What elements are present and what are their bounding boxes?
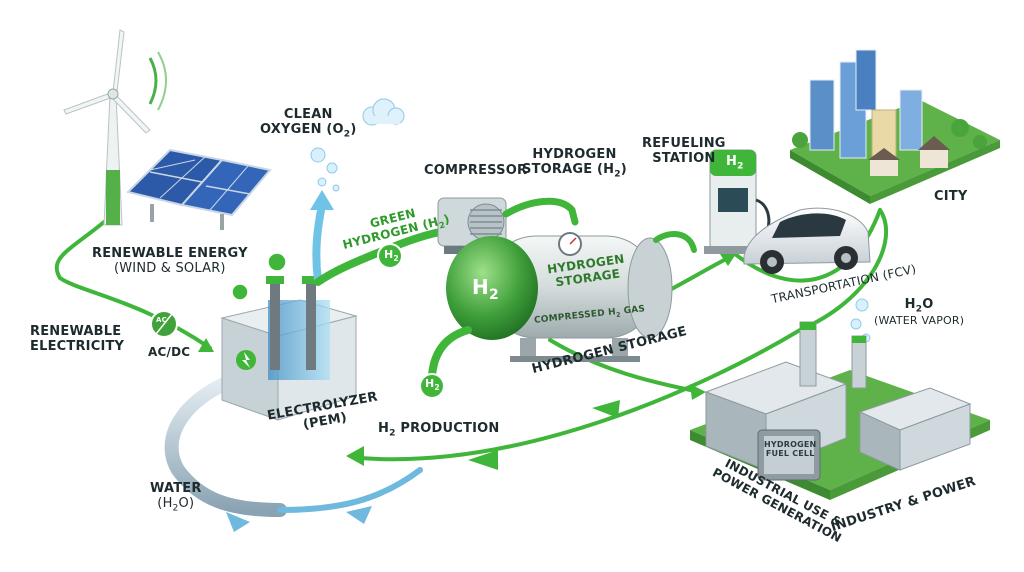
water-vapor-text: (WATER VAPOR) — [874, 315, 964, 328]
clean-word: CLEAN — [260, 108, 356, 123]
renewable-electricity-label: RENEWABLE ELECTRICITY — [30, 325, 124, 355]
pump-h: H — [726, 154, 737, 169]
electricity-word: ELECTRICITY — [30, 340, 124, 355]
renewable-energy-title: RENEWABLE ENERGY — [92, 247, 248, 262]
ac-dc-label: AC/DC — [148, 346, 190, 360]
arrow-center-2 — [592, 400, 620, 418]
pressure-gauge-icon — [559, 233, 581, 255]
h2-prod-text: PRODUCTION — [400, 421, 499, 436]
tank-h2-symbol: H2 — [472, 276, 499, 303]
oxygen-arrow — [316, 205, 322, 280]
oxygen-text: OXYGEN (O — [260, 122, 344, 137]
oxygen-bubbles — [311, 148, 339, 191]
renewable-energy-label: RENEWABLE ENERGY (WIND & SOLAR) — [92, 247, 248, 277]
h2-prod-h: H — [378, 421, 389, 436]
fuel-cell-car-icon — [744, 208, 870, 274]
h2o-h: H — [905, 297, 916, 312]
cloud-icon — [363, 99, 404, 125]
green-hydrogen-sub: 2 — [438, 219, 446, 230]
prod-badge-h: H — [425, 377, 434, 390]
oxygen-line: OXYGEN (O2) — [260, 123, 356, 140]
storage-line: STORAGE (H2) — [522, 163, 627, 180]
clean-oxygen-label: CLEAN OXYGEN (O2) — [260, 108, 356, 140]
wind-solar-label: (WIND & SOLAR) — [92, 262, 248, 277]
green-hydrogen-badge-text: H2 — [384, 249, 399, 264]
tank-sub-gas: GAS — [623, 304, 645, 316]
fuel-cell-label: HYDROGEN FUEL CELL — [764, 440, 816, 458]
tank-sub-sub: 2 — [616, 312, 621, 319]
prod-badge-sub: 2 — [434, 383, 440, 392]
city-label: CITY — [934, 190, 967, 205]
storage-text: STORAGE (H — [522, 162, 614, 177]
solar-panel-icon — [128, 150, 270, 230]
badge-h: H — [384, 248, 393, 261]
hydrogen-pipe-to-storage — [506, 201, 575, 222]
hydrogen-storage-top-label: HYDROGEN STORAGE (H2) — [522, 148, 627, 180]
tank-h: H — [472, 275, 489, 299]
h2-prod-sub: 2 — [389, 429, 396, 439]
ac-dc-badge-text: AC — [156, 316, 167, 324]
water-vapor-label: H2O (WATER VAPOR) — [874, 298, 964, 328]
water-formula: (H2O) — [150, 497, 202, 514]
storage-sub: 2 — [614, 170, 621, 180]
electrolyzer-h2-badge-right — [268, 253, 286, 271]
oxygen-sub: 2 — [344, 130, 351, 140]
refueling-station-label: REFUELING STATION — [642, 137, 726, 167]
arrow-to-industry — [690, 384, 706, 400]
refueling-word: REFUELING — [642, 137, 726, 152]
arrow-to-h2-production — [346, 446, 364, 466]
electrolyzer-h2-badge-left — [232, 284, 248, 300]
fuel-cell-line-1: HYDROGEN — [764, 440, 816, 449]
water-formula-post: O) — [179, 496, 195, 511]
water-word: WATER — [150, 482, 202, 497]
tank-h-sub: 2 — [489, 287, 499, 303]
h2o-o: O — [922, 297, 933, 312]
fuel-cell-line-2: FUEL CELL — [764, 449, 816, 458]
h2-production-badge-text: H2 — [425, 378, 440, 393]
city-buildings-icon — [790, 50, 1000, 204]
station-word: STATION — [642, 152, 726, 167]
renewable-word: RENEWABLE — [30, 325, 124, 340]
water-formula-pre: (H — [157, 496, 172, 511]
water-label: WATER (H2O) — [150, 482, 202, 514]
badge-h-sub: 2 — [393, 254, 399, 263]
pump-h2-text: H2 — [726, 155, 744, 172]
h2-production-label: H2 PRODUCTION — [378, 422, 499, 439]
oxygen-arrowhead — [310, 190, 334, 210]
hydrogen-word: HYDROGEN — [522, 148, 627, 163]
pump-h-sub: 2 — [737, 162, 744, 172]
h2o-line: H2O — [874, 298, 964, 315]
compressor-label: COMPRESSOR — [424, 164, 527, 179]
